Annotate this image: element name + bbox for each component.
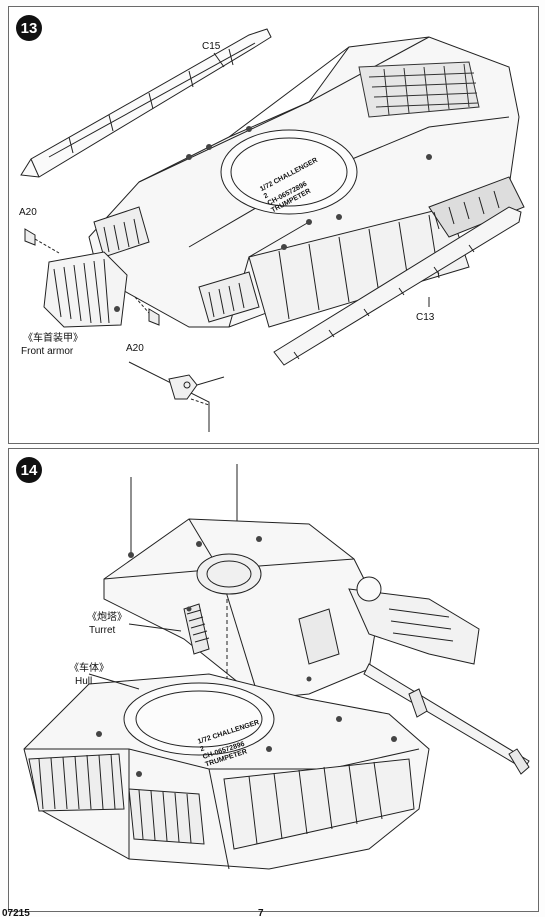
part-a20-label-top: A20 <box>19 207 37 218</box>
c13-skirt <box>273 206 522 366</box>
gun-barrel <box>363 663 530 775</box>
step-13-panel: 13 <box>8 6 539 444</box>
hull-label-cn: 《车体》 <box>69 663 109 674</box>
hull-body-14 <box>23 673 430 870</box>
front-armor-label-en: Front armor <box>21 346 74 357</box>
step-13-badge: 13 <box>16 15 42 41</box>
turret-body <box>103 518 380 700</box>
step-14-drawing <box>23 464 530 870</box>
hull-label-en: Hull <box>75 676 93 687</box>
detail-inset-13 <box>128 361 225 432</box>
part-a20-label-bottom: A20 <box>126 343 144 354</box>
part-c13-label: C13 <box>416 312 435 323</box>
front-armor-part <box>43 251 128 328</box>
step-14-panel: 14 <box>8 448 539 912</box>
part-c15-label: C15 <box>202 41 221 52</box>
a20-pin-bottom <box>134 296 160 326</box>
step-13-drawing <box>20 28 525 432</box>
turret-rear <box>348 576 480 665</box>
footer-code: 07215 <box>2 908 30 919</box>
footer-page-number: 7 <box>258 908 264 919</box>
step-14-badge: 14 <box>16 457 42 483</box>
front-armor-label-cn: 《车首装甲》 <box>23 333 83 344</box>
turret-label-cn: 《炮塔》 <box>87 612 127 623</box>
turret-label-en: Turret <box>89 625 116 636</box>
a20-pin-top <box>24 228 60 254</box>
hull-body-13 <box>88 36 525 328</box>
